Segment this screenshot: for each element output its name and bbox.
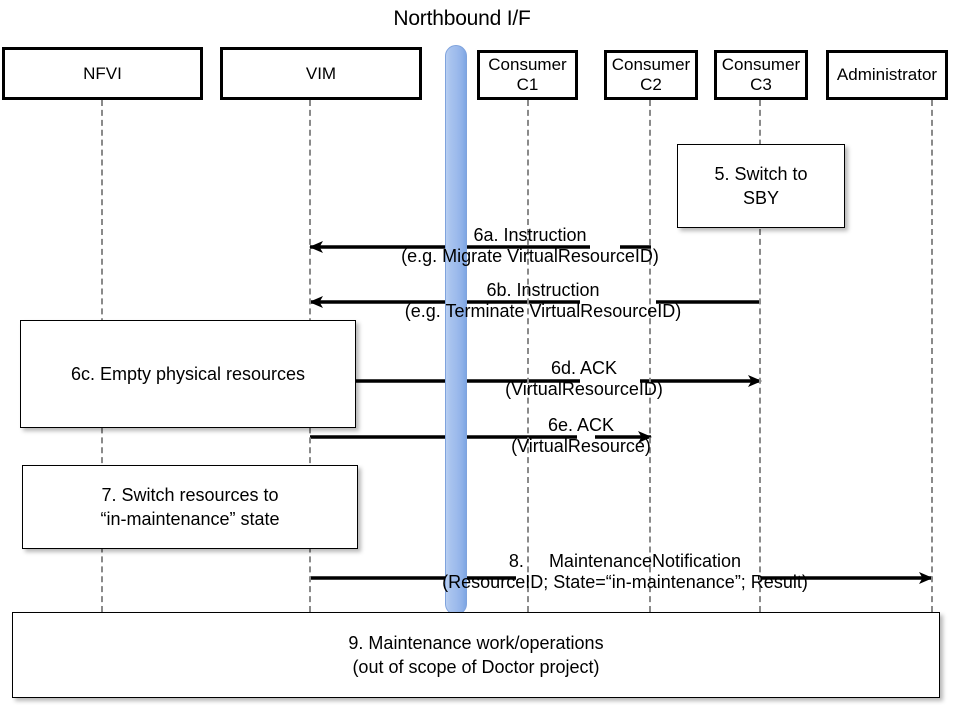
note-box-note9[interactable]: 9. Maintenance work/operations (out of s… xyxy=(12,612,940,698)
actor-box-nfvi[interactable]: NFVI xyxy=(2,47,203,100)
message-label-6e: 6e. ACK(VirtualResource) xyxy=(489,415,673,457)
message-label-8: 8. MaintenanceNotification(ResourceID; S… xyxy=(396,551,854,593)
actor-label-c3: Consumer C3 xyxy=(721,55,801,94)
message-label-line: (ResourceID; State=“in-maintenance”; Res… xyxy=(442,572,808,593)
actor-label-c2: Consumer C2 xyxy=(611,55,691,94)
actor-box-c2[interactable]: Consumer C2 xyxy=(604,50,698,100)
message-label-6b: 6b. Instruction(e.g. Terminate VirtualRe… xyxy=(369,280,717,322)
actor-box-vim[interactable]: VIM xyxy=(220,47,422,100)
message-label-line: (VirtualResource) xyxy=(511,436,651,457)
note-box-note7[interactable]: 7. Switch resources to “in-maintenance” … xyxy=(22,465,358,549)
message-label-line: 6a. Instruction xyxy=(473,225,587,245)
note-label-note6c: 6c. Empty physical resources xyxy=(70,363,306,384)
lifeline-c2 xyxy=(649,100,651,612)
lifeline-c1 xyxy=(527,100,529,612)
message-label-line: (VirtualResourceID) xyxy=(505,379,663,400)
note-label-note9: 9. Maintenance work/operations (out of s… xyxy=(348,632,604,677)
actor-box-admin[interactable]: Administrator xyxy=(826,50,948,100)
message-label-line: (e.g. Migrate VirtualResourceID) xyxy=(401,246,659,267)
message-label-6a: 6a. Instruction(e.g. Migrate VirtualReso… xyxy=(363,225,697,267)
diagram-title: Northbound I/F xyxy=(0,7,954,31)
actor-box-c3[interactable]: Consumer C3 xyxy=(714,50,808,100)
note-label-note5: 5. Switch to SBY xyxy=(714,163,808,208)
actor-label-c1: Consumer C1 xyxy=(488,55,567,94)
message-label-line: 6b. Instruction xyxy=(486,280,600,300)
actor-label-admin: Administrator xyxy=(836,65,938,85)
note-label-note7: 7. Switch resources to “in-maintenance” … xyxy=(100,484,280,529)
message-label-6d: 6d. ACK(VirtualResourceID) xyxy=(484,358,684,400)
lifeline-c3 xyxy=(759,100,761,612)
note-box-note6c[interactable]: 6c. Empty physical resources xyxy=(20,320,356,428)
northbound-interface-bar xyxy=(445,45,467,615)
message-label-line: 6d. ACK xyxy=(550,358,618,378)
message-label-line: (e.g. Terminate VirtualResourceID) xyxy=(404,301,682,322)
message-label-line: 6e. ACK xyxy=(547,415,615,435)
message-label-line: 8. MaintenanceNotification xyxy=(508,551,742,571)
actor-box-c1[interactable]: Consumer C1 xyxy=(477,50,578,100)
actor-label-vim: VIM xyxy=(305,63,337,83)
note-box-note5[interactable]: 5. Switch to SBY xyxy=(677,144,845,228)
lifeline-admin xyxy=(931,100,933,612)
diagram-title-text: Northbound I/F xyxy=(393,7,531,30)
actor-label-nfvi: NFVI xyxy=(83,63,122,83)
